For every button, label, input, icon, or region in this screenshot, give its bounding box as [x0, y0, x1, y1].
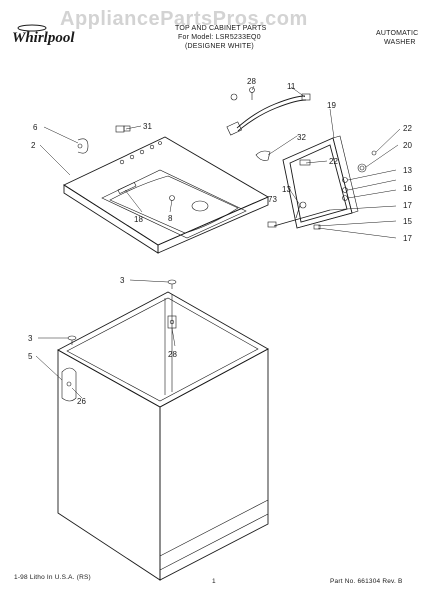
callout-31: 31 [143, 122, 152, 131]
callout-6: 6 [33, 123, 38, 132]
callout-73: 73 [268, 195, 277, 204]
leader-lines [35, 85, 401, 399]
callout-22-right: 22 [403, 124, 412, 133]
callout-3-lower: 3 [28, 334, 33, 343]
callout-3-upper: 3 [120, 276, 125, 285]
callout-19: 19 [327, 101, 336, 110]
callout-32: 32 [297, 133, 306, 142]
watermark-text: AppliancePartsPros.com [60, 8, 308, 30]
svg-text:Whirlpool: Whirlpool [12, 30, 75, 46]
callout-5: 5 [28, 352, 33, 361]
model-color: (DESIGNER WHITE) [185, 43, 254, 50]
footer-litho: 1-98 Litho In U.S.A. (RS) [14, 574, 91, 581]
callout-15: 15 [403, 217, 412, 226]
cabinet-screws [67, 279, 177, 345]
top-fasteners [77, 125, 271, 161]
footer-page-number: 1 [212, 578, 216, 585]
washer-lid [267, 135, 377, 230]
model-number: For Model: LSR5233EQ0 [178, 34, 261, 41]
whirlpool-logo: Whirlpool [12, 24, 75, 46]
diagram-title: TOP AND CABINET PARTS [175, 25, 267, 32]
callout-22-lid: 22 [329, 157, 338, 166]
callout-28-top: 28 [247, 77, 256, 86]
callout-17-upper: 17 [403, 201, 412, 210]
callout-18: 18 [134, 215, 143, 224]
washer-cabinet [57, 291, 269, 581]
callout-13-upper: 13 [403, 166, 412, 175]
lid-switch-harness [226, 87, 311, 136]
callout-2: 2 [31, 141, 36, 150]
callout-20: 20 [403, 141, 412, 150]
footer-part-number: Part No. 661304 Rev. B [330, 578, 403, 585]
callout-11: 11 [287, 82, 296, 91]
callout-26: 26 [77, 397, 86, 406]
callout-16: 16 [403, 184, 412, 193]
callout-17-lower: 17 [403, 234, 412, 243]
washer-top-panel [63, 136, 269, 254]
callout-8: 8 [168, 214, 173, 223]
callout-13-lower: 13 [282, 185, 291, 194]
product-type-line2: WASHER [384, 39, 416, 46]
product-type-line1: AUTOMATIC [376, 30, 419, 37]
callout-28-cabinet: 28 [168, 350, 177, 359]
